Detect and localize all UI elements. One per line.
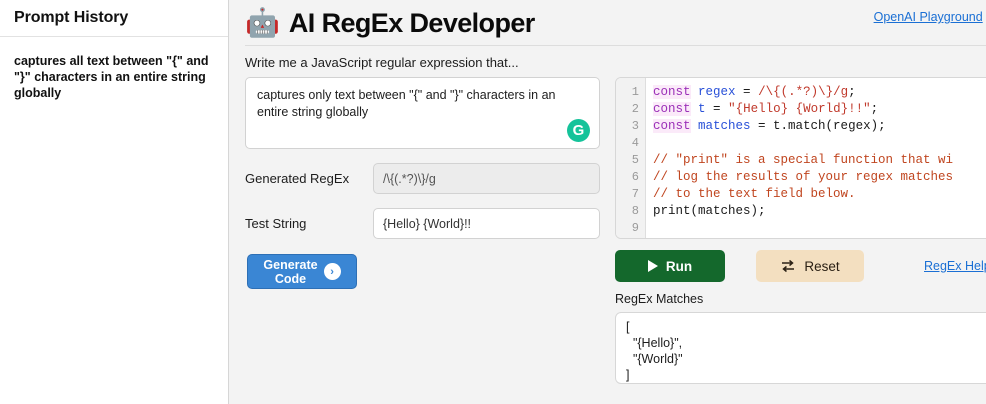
prompt-history-sidebar: Prompt History captures all text between…	[0, 0, 229, 404]
regex-help-label: RegEx Help	[924, 259, 986, 273]
page-title: AI RegEx Developer	[288, 8, 535, 38]
test-string-input[interactable]: {Hello} {World}!!	[373, 208, 600, 239]
regex-matches-output[interactable]: [ "{Hello}", "{World}" ]	[615, 312, 986, 384]
line-number-gutter: 1 2 3 4 5 6 7 8 9	[616, 78, 646, 238]
run-button[interactable]: Run	[615, 250, 725, 282]
line-number: 4	[631, 136, 639, 150]
openai-playground-link[interactable]: OpenAI Playground	[874, 10, 986, 24]
code-line: // log the results of your regex matches	[653, 170, 954, 184]
prompt-history-list: captures all text between "{" and "}" ch…	[0, 37, 228, 101]
code-line: // "print" is a special function that wi	[653, 153, 954, 167]
reset-button[interactable]: Reset	[756, 250, 864, 282]
robot-icon: 🤖	[245, 7, 280, 38]
generated-regex-label: Generated RegEx	[245, 171, 350, 186]
test-string-row: Test String {Hello} {World}!!	[245, 208, 605, 239]
code-content[interactable]: const regex = /\{(.*?)\}/g; const t = "{H…	[646, 78, 986, 238]
generate-code-label: Generate Code	[263, 257, 318, 286]
code-line: const regex = /\{(.*?)\}/g;	[653, 85, 856, 99]
editor-actions: Run Reset RegEx Help	[615, 250, 986, 282]
generate-code-button[interactable]: Generate Code ›	[247, 254, 357, 289]
regex-matches-label: RegEx Matches	[615, 292, 704, 306]
grammarly-icon[interactable]: G	[567, 119, 590, 142]
line-number: 3	[631, 119, 639, 133]
header-divider	[245, 45, 986, 46]
left-column: captures only text between "{" and "}" c…	[245, 77, 605, 384]
reset-label: Reset	[804, 258, 840, 274]
content-columns: captures only text between "{" and "}" c…	[245, 77, 986, 384]
line-number: 2	[631, 102, 639, 116]
regex-help-link[interactable]: RegEx Help	[924, 259, 986, 273]
sidebar-title: Prompt History	[14, 9, 129, 26]
app-header: 🤖 AI RegEx Developer OpenAI Playground	[245, 0, 986, 40]
line-number: 9	[631, 221, 639, 235]
line-number: 5	[631, 153, 639, 167]
run-label: Run	[665, 258, 693, 274]
main-panel: 🤖 AI RegEx Developer OpenAI Playground W…	[229, 0, 986, 404]
title-group: 🤖 AI RegEx Developer	[245, 4, 535, 40]
prompt-subtitle: Write me a JavaScript regular expression…	[245, 55, 519, 70]
generated-regex-input[interactable]: /\{(.*?)\}/g	[373, 163, 600, 194]
line-number: 7	[631, 187, 639, 201]
chevron-right-icon: ›	[323, 263, 341, 280]
code-line: const t = "{Hello} {World}!!";	[653, 102, 879, 116]
reset-swap-icon	[782, 259, 795, 273]
line-number: 6	[631, 170, 639, 184]
prompt-input[interactable]: captures only text between "{" and "}" c…	[245, 77, 600, 149]
prompt-input-value: captures only text between "{" and "}" c…	[257, 88, 559, 119]
openai-playground-label: OpenAI Playground	[873, 10, 983, 24]
code-line	[653, 220, 986, 237]
sidebar-header: Prompt History	[0, 0, 228, 37]
test-string-label: Test String	[245, 216, 307, 231]
generated-regex-row: Generated RegEx /\{(.*?)\}/g	[245, 163, 605, 194]
line-number: 8	[631, 204, 639, 218]
regex-matches-text: [ "{Hello}", "{World}" ]	[626, 320, 683, 382]
list-item[interactable]: captures all text between "{" and "}" ch…	[14, 54, 209, 100]
code-line: // to the text field below.	[653, 187, 856, 201]
play-icon	[647, 260, 658, 272]
code-line: print(matches);	[653, 204, 766, 218]
line-number: 1	[631, 85, 639, 99]
code-line	[653, 135, 986, 152]
code-line: const matches = t.match(regex);	[653, 119, 886, 133]
